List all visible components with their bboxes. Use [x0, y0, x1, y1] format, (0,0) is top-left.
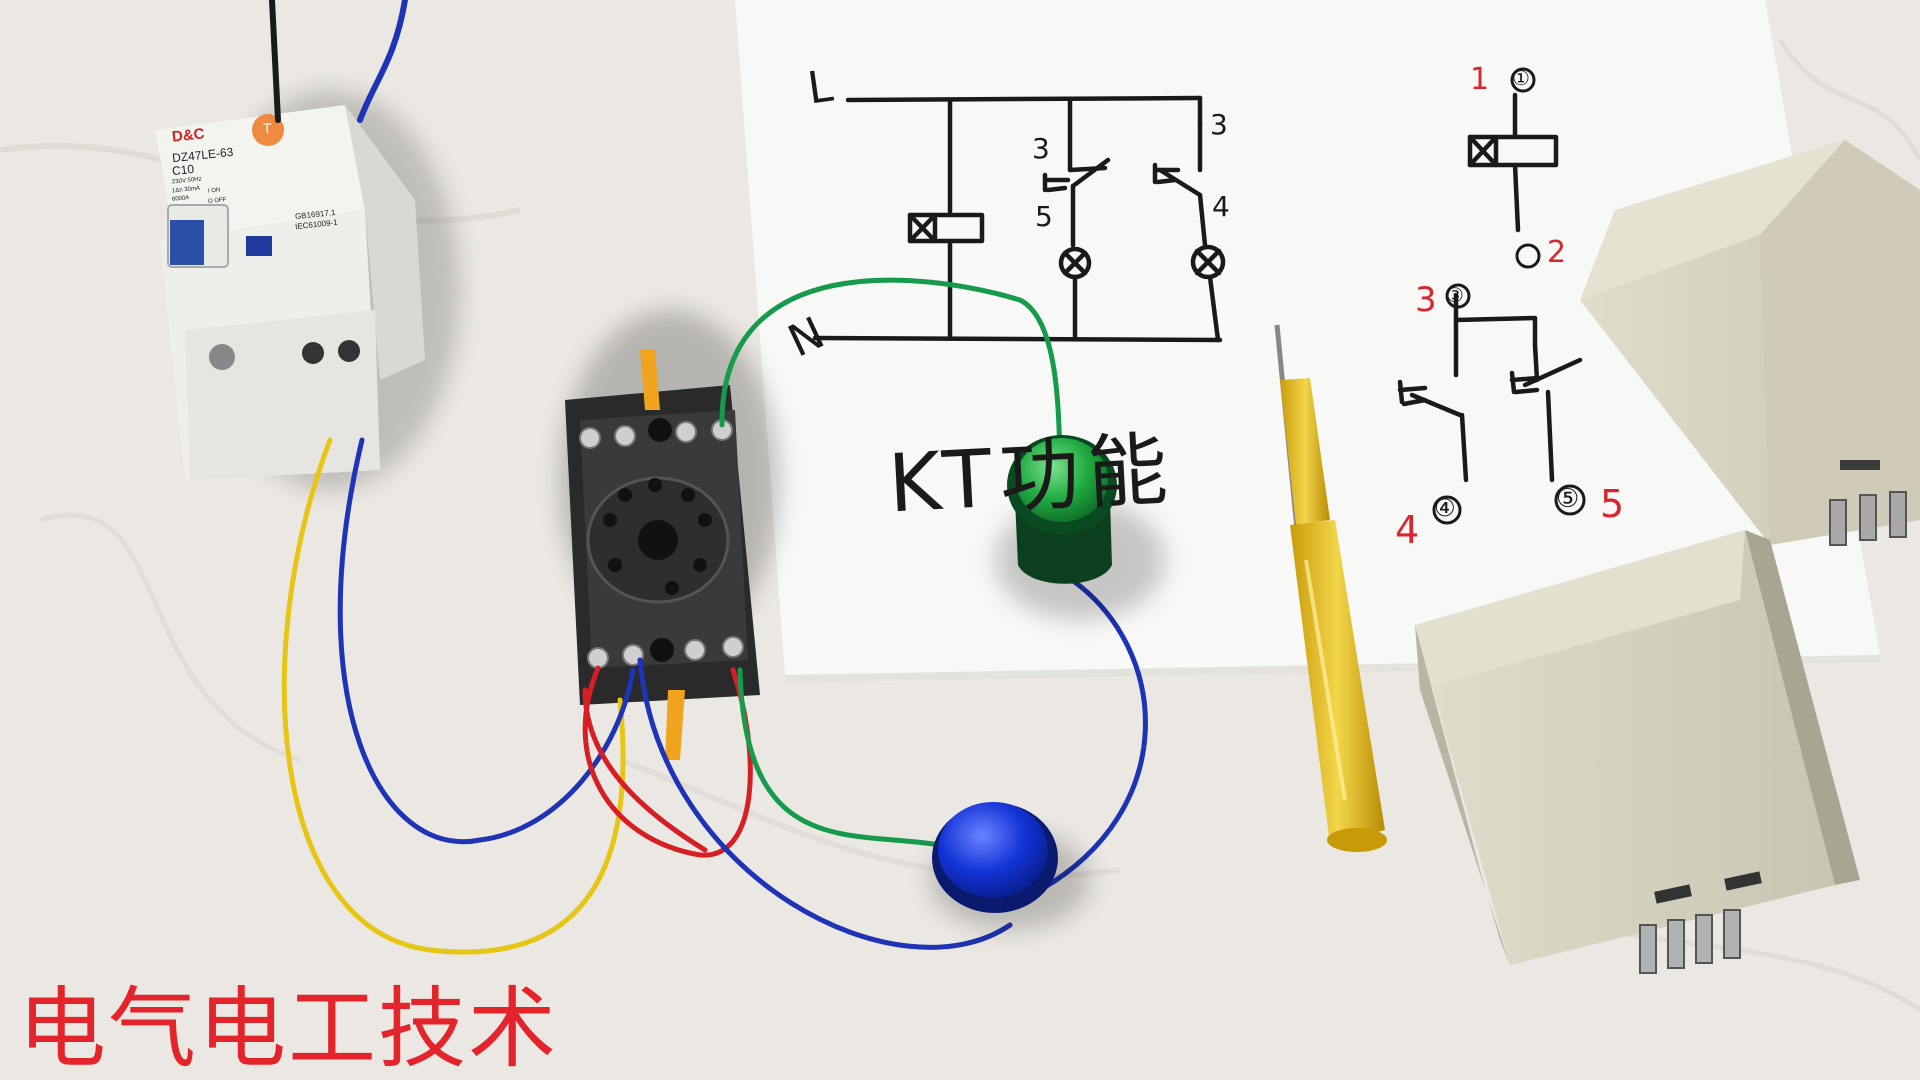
breaker-test-button-label: T [263, 120, 272, 136]
relay-housing-back [1580, 140, 1920, 546]
test-screwdriver [1274, 324, 1387, 852]
relay-housing-front [1415, 530, 1860, 974]
channel-watermark: 电气电工技术 [18, 977, 559, 1080]
coil-pin-1-circled: ① [1512, 66, 1530, 90]
diagram-contact-label-nc-top: 3 [1032, 132, 1050, 165]
wires [269, 0, 1148, 955]
coil-pin-2-red: 2 [1547, 235, 1567, 270]
wiring-diagram [812, 92, 1583, 483]
circuit-breaker [155, 105, 425, 480]
diagram-contact-label-nc-bottom: 5 [1035, 200, 1053, 233]
diagram-contact-label-no-bottom: 4 [1212, 190, 1230, 223]
contact-pin-3-red: 3 [1415, 280, 1437, 320]
relay-socket [565, 350, 760, 760]
contact-pin-5-red: 5 [1600, 482, 1625, 526]
breaker-brand: D&C [171, 125, 206, 146]
coil-pin-1-red: 1 [1470, 62, 1490, 97]
diagram-contact-label-no-top: 3 [1210, 108, 1228, 141]
pin-circles [1432, 67, 1586, 525]
diagram-title: KT功能 [886, 422, 1178, 531]
contact-pin-4-circled: ④ [1434, 494, 1456, 522]
contact-pin-5-circled: ⑤ [1556, 484, 1580, 514]
blue-push-button [932, 802, 1058, 913]
breaker-rating: C10 [171, 161, 195, 179]
contact-pin-4-red: 4 [1395, 508, 1420, 552]
breaker-on-label: I ON [207, 187, 221, 195]
green-indicator-lamp [1007, 435, 1117, 584]
contact-pin-3-circled: ③ [1446, 283, 1464, 307]
